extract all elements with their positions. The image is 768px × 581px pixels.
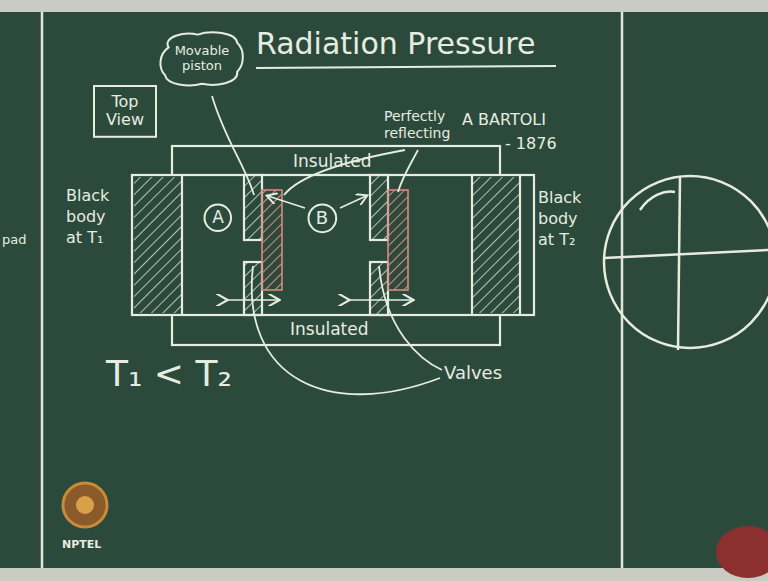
region-circle: A (203, 203, 233, 233)
board-label: NPTEL (62, 538, 101, 551)
board-label: Valves (444, 362, 502, 384)
microphone (716, 526, 768, 578)
board-label: - 1876 (505, 134, 557, 153)
callout-cloud: Movable piston (158, 30, 246, 88)
node-text: A (212, 208, 224, 228)
title-underline (256, 66, 556, 68)
board-label: Insulated (290, 319, 368, 339)
board-label: pad (2, 232, 26, 248)
board-label: A BARTOLI (462, 110, 546, 129)
node-text: Top View (99, 93, 151, 130)
board-label: Perfectly reflecting (384, 108, 456, 142)
view-box: Top View (93, 85, 157, 138)
board-label: T₁ < T₂ (106, 352, 232, 395)
board-label: Black body at T₂ (538, 188, 588, 250)
title: Radiation Pressure (256, 26, 535, 62)
region-circle: B (307, 203, 338, 234)
board-label: Insulated (293, 151, 371, 171)
apparatus (132, 146, 534, 345)
node-text: Movable piston (170, 44, 234, 74)
node-text: B (316, 208, 328, 229)
board-label: Black body at T₁ (66, 186, 126, 248)
right-circle-sketch (604, 176, 768, 350)
nptel-logo (63, 483, 107, 527)
